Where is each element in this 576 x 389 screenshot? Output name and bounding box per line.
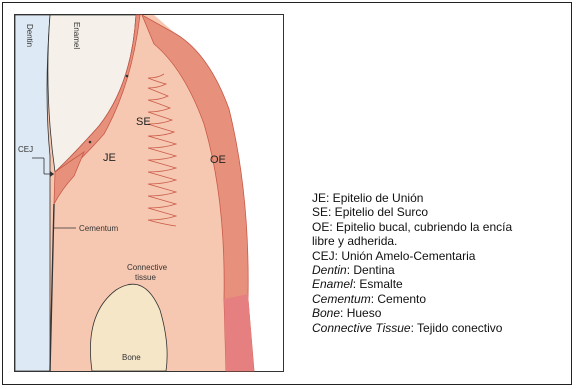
legend-def-connective: : Tejido conectivo — [411, 321, 503, 335]
legend-term-cej: CEJ — [312, 249, 335, 263]
legend: JE: Epitelio de Unión SE: Epitelio del S… — [312, 191, 574, 335]
legend-row-enamel: Enamel: Esmalte — [312, 277, 574, 291]
diagram-svg: Dentin Enamel SE JE OE CEJ Cementum Conn… — [14, 14, 284, 372]
enamel-label: Enamel — [72, 22, 81, 49]
cej-label: CEJ — [18, 145, 33, 154]
legend-term-connective: Connective Tissue — [312, 321, 411, 335]
legend-row-se: SE: Epitelio del Surco — [312, 205, 574, 219]
dentin-label: Dentin — [25, 24, 34, 47]
legend-def-se: : Epitelio del Surco — [328, 205, 428, 219]
je-label: JE — [103, 152, 116, 164]
legend-term-dentin: Dentin — [312, 263, 347, 277]
legend-term-bone: Bone — [312, 306, 340, 320]
cementum-label: Cementum — [79, 224, 118, 233]
legend-row-dentin: Dentin: Dentina — [312, 263, 574, 277]
dentin-region — [15, 15, 50, 371]
legend-row-connective: Connective Tissue: Tejido conectivo — [312, 321, 574, 335]
legend-row-bone: Bone: Hueso — [312, 306, 574, 320]
legend-def-cementum: : Cemento — [371, 292, 426, 306]
legend-def-cej: : Unión Amelo-Cementaria — [335, 249, 476, 263]
legend-def-oe-cont: libre y adherida. — [312, 234, 397, 248]
legend-term-se: SE — [312, 205, 328, 219]
connective-label-2: tissue — [135, 273, 156, 282]
legend-term-je: JE — [312, 191, 326, 205]
legend-def-oe: : Epitelio bucal, cubriendo la encía — [329, 220, 512, 234]
legend-row-oe-cont: libre y adherida. — [312, 234, 574, 248]
oe-label: OE — [210, 154, 226, 166]
legend-def-bone: : Hueso — [340, 306, 381, 320]
connective-label-1: Connective — [127, 263, 168, 272]
bone-label: Bone — [122, 353, 141, 362]
legend-row-cej: CEJ: Unión Amelo-Cementaria — [312, 249, 574, 263]
legend-def-enamel: : Esmalte — [353, 277, 403, 291]
legend-row-je: JE: Epitelio de Unión — [312, 191, 574, 205]
legend-def-dentin: : Dentina — [347, 263, 395, 277]
legend-def-je: : Epitelio de Unión — [326, 191, 423, 205]
legend-term-enamel: Enamel — [312, 277, 353, 291]
legend-row-cementum: Cementum: Cemento — [312, 292, 574, 306]
je-marker — [89, 141, 92, 144]
legend-row-oe: OE: Epitelio bucal, cubriendo la encía — [312, 220, 574, 234]
legend-term-oe: OE — [312, 220, 329, 234]
legend-term-cementum: Cementum — [312, 292, 371, 306]
se-label: SE — [136, 116, 151, 128]
gingiva-diagram: Dentin Enamel SE JE OE CEJ Cementum Conn… — [14, 14, 284, 372]
se-marker — [126, 75, 129, 78]
